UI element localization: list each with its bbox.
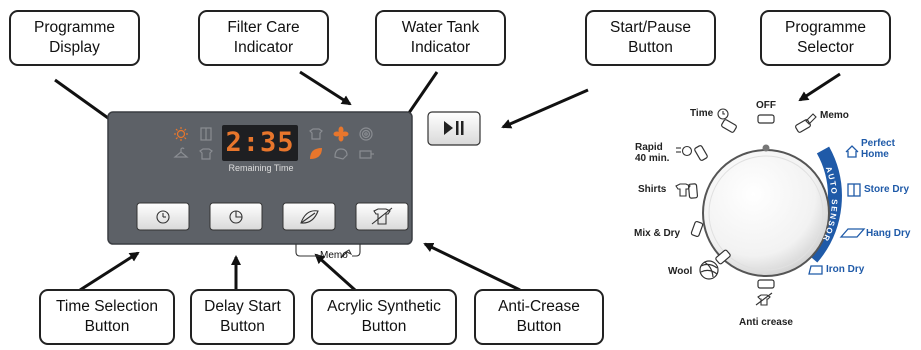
remaining-time-label: Remaining Time bbox=[228, 163, 294, 173]
memo-dial-icon bbox=[805, 113, 817, 125]
hang-dry-icon bbox=[839, 228, 866, 238]
anti-crease-dial-icon bbox=[755, 292, 773, 306]
fan-icon bbox=[333, 126, 349, 142]
callout-anti-crease: Anti-Crease Button bbox=[474, 289, 604, 345]
callout-arrows bbox=[54, 70, 841, 292]
callout-acrylic-synthetic: Acrylic Synthetic Button bbox=[311, 289, 457, 345]
arrow-start-pause bbox=[501, 88, 589, 129]
callout-start-pause: Start/Pause Button bbox=[585, 10, 716, 66]
dial-label-memo: Memo bbox=[820, 110, 849, 121]
hanger-icon bbox=[173, 147, 189, 158]
tank-indicator-icon bbox=[334, 148, 348, 160]
memo-pin-icon bbox=[340, 249, 353, 259]
anti-crease-shirt-icon bbox=[371, 207, 393, 225]
callout-water-tank: Water Tank Indicator bbox=[375, 10, 506, 66]
water-tank-icon bbox=[359, 150, 374, 159]
dial-label-wool: Wool bbox=[668, 266, 693, 277]
clock-time-icon bbox=[717, 108, 729, 120]
feather-icon bbox=[300, 210, 319, 224]
acrylic-synthetic-button[interactable] bbox=[282, 202, 336, 231]
delay-start-button[interactable] bbox=[209, 202, 263, 231]
start-pause-button[interactable] bbox=[427, 111, 481, 146]
wool-ball-icon bbox=[699, 260, 719, 280]
callout-delay-start: Delay Start Button bbox=[190, 289, 295, 345]
shirt-small-icon bbox=[199, 148, 213, 160]
dial-label-perfect-home: Perfect Home bbox=[861, 138, 895, 160]
dial-position-marks bbox=[687, 114, 811, 289]
programme-selector-dial[interactable] bbox=[675, 108, 866, 306]
control-panel bbox=[107, 111, 413, 259]
iron-dry-icon bbox=[808, 265, 823, 275]
timer-icon bbox=[156, 210, 170, 224]
leaf-indicator-icon bbox=[310, 148, 322, 159]
memo-bracket bbox=[295, 244, 320, 257]
memo-panel-label: Memo bbox=[320, 250, 348, 261]
door-icon bbox=[200, 127, 212, 141]
shirt-dial-icon bbox=[675, 183, 691, 197]
callout-programme-selector: Programme Selector bbox=[760, 10, 891, 66]
dial-indicator-dot bbox=[762, 144, 770, 152]
callout-filter-care: Filter Care Indicator bbox=[198, 10, 329, 66]
arrow-time-selection bbox=[79, 251, 140, 292]
dial-label-store-dry: Store Dry bbox=[864, 184, 910, 195]
sun-icon bbox=[174, 127, 188, 141]
dial-label-iron-dry: Iron Dry bbox=[826, 264, 865, 275]
callout-time-selection: Time Selection Button bbox=[39, 289, 175, 345]
perfect-home-icon bbox=[845, 145, 859, 158]
arrow-programme-selector bbox=[798, 72, 841, 102]
dial-label-off: OFF bbox=[756, 100, 776, 111]
dial-label-time: Time bbox=[690, 108, 714, 119]
time-readout: 2:35 bbox=[225, 127, 295, 158]
dial-label-shirts: Shirts bbox=[638, 184, 667, 195]
arrow-anti-crease bbox=[423, 242, 521, 292]
filter-icon bbox=[359, 127, 373, 141]
rapid-line-2: 40 min. bbox=[635, 153, 670, 164]
anti-crease-button[interactable] bbox=[355, 202, 409, 231]
delay-clock-icon bbox=[229, 210, 243, 224]
rapid-dial-icon bbox=[676, 145, 693, 157]
callout-programme-display: Programme Display bbox=[9, 10, 140, 66]
play-pause-icon bbox=[444, 121, 464, 135]
dial-label-anti-crease: Anti crease bbox=[739, 317, 793, 328]
time-display bbox=[222, 125, 298, 161]
shirt-indicator-icon bbox=[309, 128, 323, 140]
time-selection-button[interactable] bbox=[136, 202, 190, 231]
perfect-home-line-1: Perfect bbox=[861, 138, 895, 149]
arrow-acrylic-synthetic bbox=[314, 253, 357, 292]
arrow-filter-care bbox=[299, 70, 352, 106]
dial-label-rapid: Rapid 40 min. bbox=[635, 142, 669, 164]
store-dry-icon bbox=[847, 183, 861, 197]
rapid-line-1: Rapid bbox=[635, 142, 663, 153]
perfect-home-line-2: Home bbox=[861, 149, 889, 160]
dial-label-hang-dry: Hang Dry bbox=[866, 228, 911, 239]
dial-label-mix-dry: Mix & Dry bbox=[634, 228, 681, 239]
